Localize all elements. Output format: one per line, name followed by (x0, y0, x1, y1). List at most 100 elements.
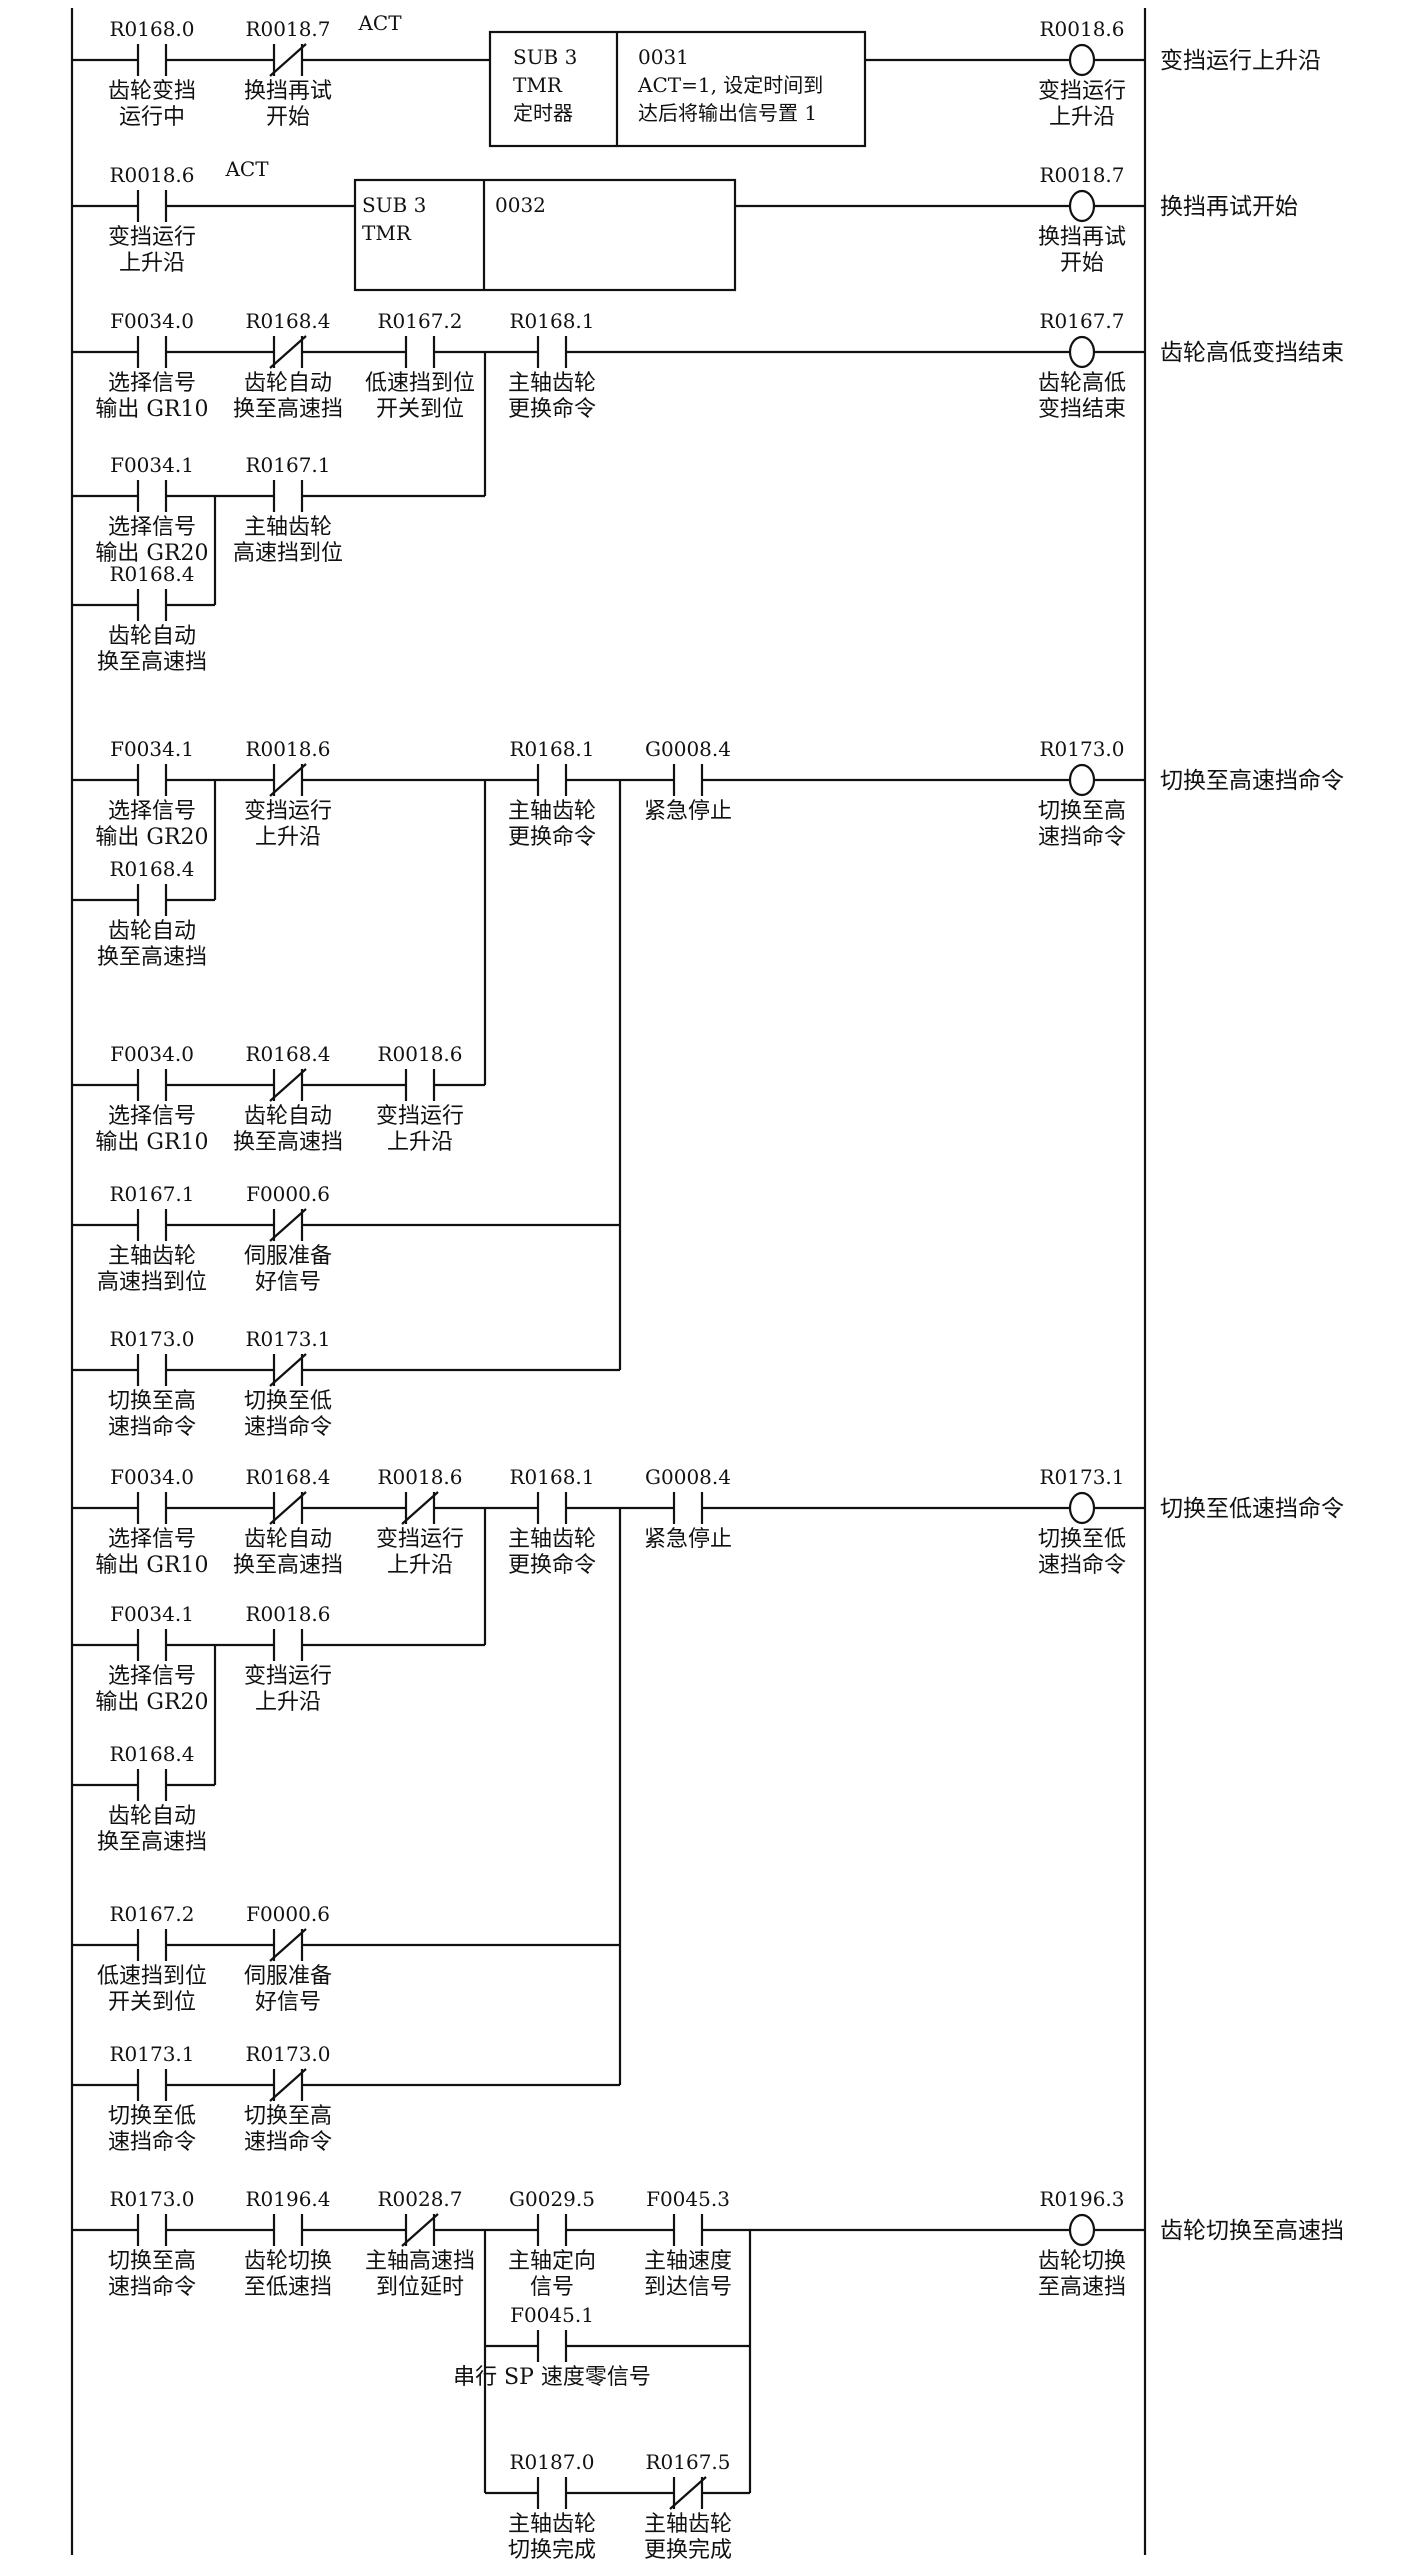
contact-label: 开关到位 (376, 397, 464, 422)
coil-comment: 换挡再试开始 (1160, 194, 1298, 220)
coil-label: 变挡运行 (1038, 79, 1126, 104)
contact-address: R0168.4 (109, 1742, 194, 1766)
contact-address: R0187.0 (509, 2450, 594, 2474)
contact-address: F0034.1 (110, 1602, 194, 1626)
contact-label: 紧急停止 (644, 799, 732, 824)
contact-label: 切换完成 (508, 2538, 596, 2560)
nc-slash (269, 43, 307, 77)
function-block-0032 (353, 178, 737, 292)
coil-label: 齿轮切换 (1038, 2249, 1126, 2274)
contact-label: 低速挡到位 (365, 371, 475, 396)
coil-address: R0018.6 (1039, 17, 1124, 41)
contact-label: 换至高速挡 (97, 1830, 207, 1855)
contact-label: 输出 GR20 (95, 1690, 208, 1715)
contact-address: R0018.6 (377, 1042, 462, 1066)
coil-label: 变挡结束 (1038, 397, 1126, 422)
function-right-text: 0032 (495, 193, 546, 217)
contact-label: 低速挡到位 (97, 1964, 207, 1989)
contact-address: R0168.1 (509, 737, 594, 761)
function-block-0031 (488, 30, 867, 148)
contact-label: 至低速挡 (244, 2275, 332, 2300)
contact-label: 输出 GR20 (95, 541, 208, 566)
contact-label: 到达信号 (644, 2275, 732, 2300)
contact-label: 主轴齿轮 (508, 371, 596, 396)
nc-slash (269, 1068, 307, 1102)
contact-label: 主轴定向 (508, 2249, 596, 2274)
contact-label: 更换完成 (644, 2538, 732, 2560)
contact-label: 主轴齿轮 (508, 2512, 596, 2537)
contact-label: 开始 (266, 105, 310, 130)
nc-slash (269, 1491, 307, 1525)
contact-address: G0008.4 (645, 737, 731, 761)
contact-label: 开关到位 (108, 1990, 196, 2015)
coil-label: 切换至高 (1038, 799, 1126, 824)
contact-label: 齿轮自动 (108, 624, 196, 649)
contact-address: R0173.0 (245, 2042, 330, 2066)
coil-address: R0167.7 (1039, 309, 1124, 333)
contact-label: 主轴齿轮 (108, 1244, 196, 1269)
contact-label: 速挡命令 (108, 2275, 196, 2300)
coil-label: 切换至低 (1038, 1527, 1126, 1552)
contact-label: 输出 GR10 (95, 1130, 208, 1155)
contact-address: F0034.1 (110, 737, 194, 761)
contact-address: R0196.4 (245, 2187, 330, 2211)
contact-label: 主轴齿轮 (508, 1527, 596, 1552)
contact-address: R0173.1 (245, 1327, 330, 1351)
contact-label: 选择信号 (108, 1527, 196, 1552)
contact-label: 换至高速挡 (233, 1553, 343, 1578)
contact-label: 选择信号 (108, 799, 196, 824)
coil-label: 至高速挡 (1038, 2275, 1126, 2300)
contact-label: 齿轮自动 (244, 1104, 332, 1129)
coil-comment: 齿轮切换至高速挡 (1160, 2218, 1344, 2244)
contact-label: 高速挡到位 (97, 1270, 207, 1295)
function-right-text: ACT=1, 设定时间到 (637, 73, 823, 97)
contact-address: R0018.6 (245, 737, 330, 761)
contact-label: 信号 (530, 2275, 574, 2300)
contact-address: R0018.6 (377, 1465, 462, 1489)
nc-slash (269, 1928, 307, 1962)
contact-address: R0173.1 (109, 2042, 194, 2066)
contact-label: 伺服准备 (244, 1244, 332, 1269)
contact-label: 选择信号 (108, 1104, 196, 1129)
contact-label: 变挡运行 (376, 1527, 464, 1552)
contact-label: 伺服准备 (244, 1964, 332, 1989)
function-left-text: TMR (513, 73, 563, 97)
coil-label: 速挡命令 (1038, 825, 1126, 850)
coil-symbol (1068, 1491, 1096, 1525)
contact-label: 换挡再试 (244, 79, 332, 104)
contact-label: 换至高速挡 (233, 397, 343, 422)
contact-label: 上升沿 (387, 1130, 453, 1155)
contact-address: R0168.1 (509, 1465, 594, 1489)
contact-address: F0000.6 (246, 1902, 330, 1926)
contact-address: G0008.4 (645, 1465, 731, 1489)
contact-address: R0018.6 (245, 1602, 330, 1626)
nc-slash (269, 2068, 307, 2102)
contact-label: 主轴齿轮 (508, 799, 596, 824)
contact-label: 变挡运行 (244, 799, 332, 824)
contact-label: 速挡命令 (244, 1415, 332, 1440)
contact-label: 输出 GR20 (95, 825, 208, 850)
